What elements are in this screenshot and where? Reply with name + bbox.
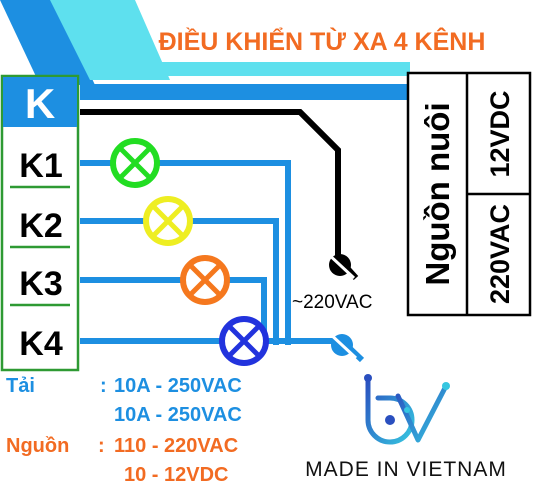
spec-source-label: Nguồn — [6, 435, 69, 457]
spec-source-value-2: 10 - 12VDC — [124, 464, 229, 486]
channel-label-k2: K2 — [19, 207, 62, 245]
channel-label-k3: K3 — [19, 265, 62, 303]
spec-source-separator: : — [98, 435, 105, 457]
bv-logo-icon — [364, 374, 450, 445]
power-title: Nguồn nuôi — [419, 102, 456, 285]
stripe-dark — [0, 0, 95, 85]
common-terminal-label: K — [25, 80, 55, 127]
terminal-neutral — [326, 330, 358, 360]
page-title: ĐIỀU KHIỂN TỪ XA 4 KÊNH — [159, 26, 486, 56]
brand-tagline: MADE IN VIETNAM — [305, 458, 507, 481]
spec-load: Tải : 10A - 250VAC 10A - 250VAC — [6, 375, 242, 426]
lamp-cross — [151, 204, 185, 238]
spec-load-separator: : — [100, 375, 107, 397]
lamp-cross — [227, 324, 261, 358]
lamp-k4 — [219, 316, 269, 366]
spec-load-label: Tải — [6, 375, 35, 397]
wire-common — [80, 109, 341, 258]
logo-node — [442, 382, 450, 390]
common-terminal-block — [3, 77, 77, 127]
spec-source: Nguồn : 110 - 220VAC 10 - 12VDC — [6, 435, 238, 486]
power-option-dc: 12VDC — [485, 90, 515, 177]
terminal-ac — [324, 250, 356, 280]
power-box: Nguồn nuôi 12VDC 220VAC — [406, 71, 532, 317]
stripe-bar-light — [95, 62, 410, 76]
lamp-cross — [118, 146, 152, 180]
lamp-cross — [188, 263, 222, 297]
lamp-k1 — [110, 138, 160, 188]
wire-k3 — [80, 277, 267, 345]
wire-k1 — [80, 160, 291, 345]
logo-letter-v — [395, 383, 449, 443]
channel-label-k1: K1 — [19, 147, 62, 185]
spec-load-value-2: 10A - 250VAC — [114, 404, 242, 426]
line-voltage-label: ~220VAC — [292, 292, 372, 313]
channel-label-k4: K4 — [19, 325, 63, 363]
controller-box: K K1 K2 K3 K4 — [0, 74, 80, 372]
logo-node — [385, 415, 395, 425]
common-wire — [80, 109, 359, 281]
logo-node — [404, 407, 410, 413]
terminal-neutral-slash — [326, 330, 358, 360]
terminal-ac-slash — [324, 250, 356, 280]
logo-node — [364, 374, 372, 382]
power-option-ac: 220VAC — [485, 204, 515, 304]
lamp-k2 — [143, 196, 193, 246]
stripe-light — [50, 0, 170, 80]
spec-load-value-1: 10A - 250VAC — [114, 375, 242, 397]
spec-source-value-1: 110 - 220VAC — [114, 435, 238, 457]
lamp-k3 — [180, 255, 230, 305]
header-stripes — [0, 0, 410, 100]
stripe-bar-dark — [80, 84, 410, 100]
